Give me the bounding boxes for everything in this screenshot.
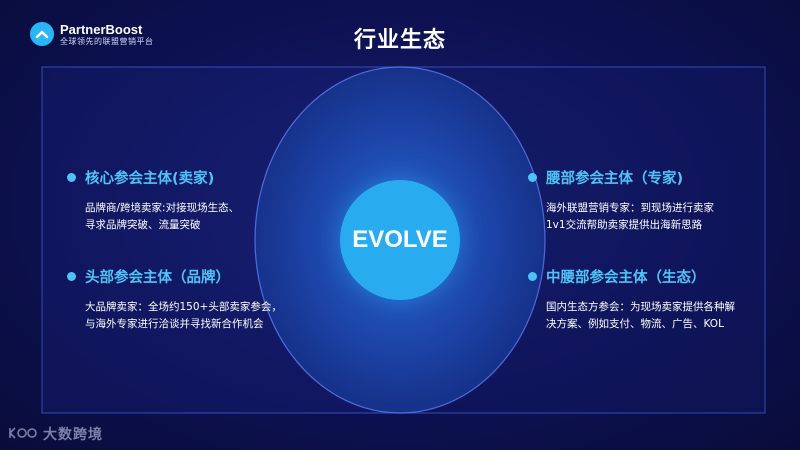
chevron-up-icon <box>30 22 54 46</box>
brand-logo[interactable]: PartnerBoost 全球领先的联盟营销平台 <box>30 22 154 46</box>
kaioo-logo-icon <box>8 425 38 444</box>
right-block-ecosystem: 中腰部参会主体（生态） 国内生态方参会：为现场卖家提供各种解 决方案、例如支付、… <box>528 266 735 333</box>
evolve-label: EVOLVE <box>352 226 448 253</box>
block-line: 大品牌卖家：全场约150+头部卖家参会， <box>85 301 282 313</box>
brand-name: PartnerBoost <box>60 21 143 37</box>
block-line: 寻求品牌突破、流量突破 <box>85 219 201 231</box>
block-heading: 核心参会主体(卖家) <box>85 171 215 187</box>
block-heading: 头部参会主体（品牌） <box>85 270 230 286</box>
page-title: 行业生态 <box>353 28 446 53</box>
footer-watermark: 大数跨境 <box>8 424 103 444</box>
bullet-dot-icon <box>67 173 76 182</box>
block-line: 1v1交流帮助卖家提供出海新思路 <box>546 219 703 231</box>
block-heading: 中腰部参会主体（生态） <box>546 270 706 286</box>
left-block-core-sellers: 核心参会主体(卖家) 品牌商/跨境卖家:对接现场生态、 寻求品牌突破、流量突破 <box>67 167 239 234</box>
bullet-dot-icon <box>67 272 76 281</box>
block-line: 国内生态方参会：为现场卖家提供各种解 <box>546 301 735 313</box>
block-line: 决方案、例如支付、物流、广告、KOL <box>546 318 724 330</box>
bullet-dot-icon <box>528 272 537 281</box>
right-block-experts: 腰部参会主体（专家) 海外联盟营销专家：到现场进行卖家 1v1交流帮助卖家提供出… <box>528 167 714 234</box>
block-line: 海外联盟营销专家：到现场进行卖家 <box>546 202 714 214</box>
bullet-dot-icon <box>528 173 537 182</box>
block-line: 与海外专家进行洽谈并寻找新合作机会 <box>85 318 264 330</box>
evolve-center-circle: EVOLVE <box>340 180 460 300</box>
block-heading: 腰部参会主体（专家) <box>546 171 684 187</box>
left-block-top-brands: 头部参会主体（品牌） 大品牌卖家：全场约150+头部卖家参会， 与海外专家进行洽… <box>67 266 282 333</box>
footer-text: 大数跨境 <box>43 427 103 443</box>
brand-tagline: 全球领先的联盟营销平台 <box>60 36 154 46</box>
block-line: 品牌商/跨境卖家:对接现场生态、 <box>85 202 240 214</box>
